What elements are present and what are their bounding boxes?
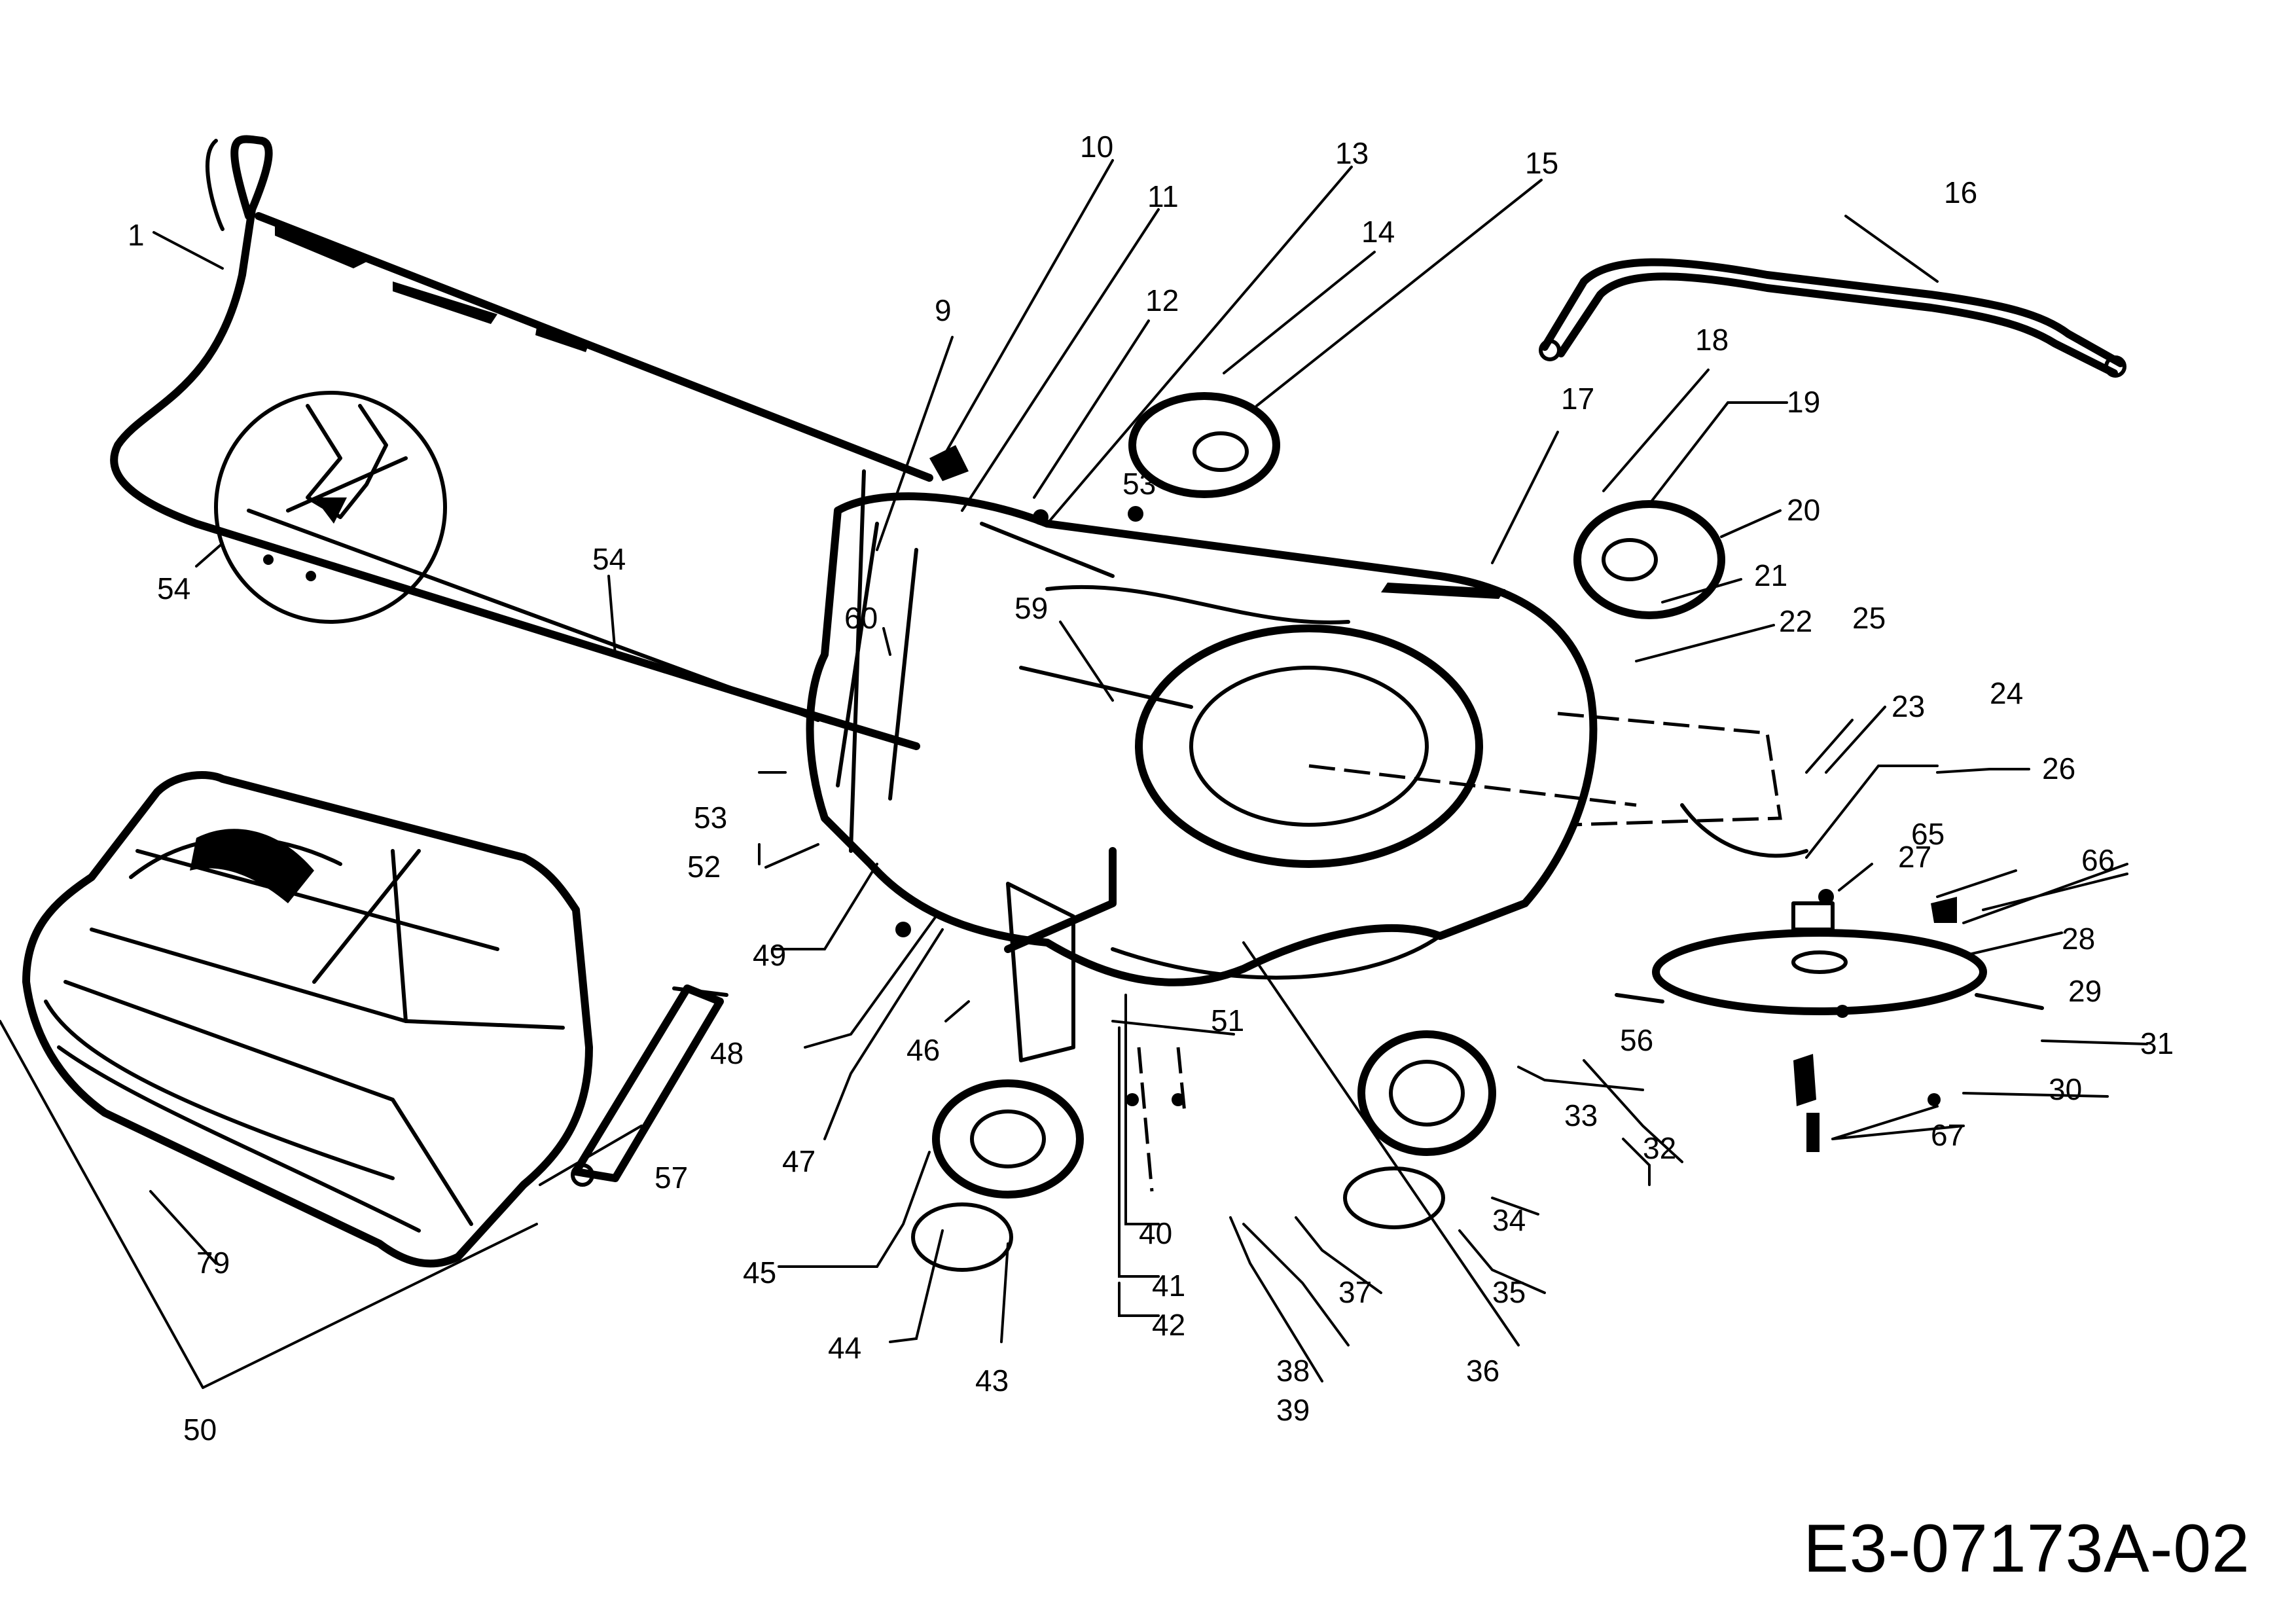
part-label: 14 — [1361, 215, 1395, 249]
detail-inset — [214, 391, 447, 624]
part-label: 65 — [1911, 817, 1945, 851]
part-label: 16 — [1944, 175, 1977, 209]
part-label: 15 — [1525, 146, 1558, 180]
part-label: 46 — [906, 1033, 940, 1067]
wheel-rear-right — [1573, 500, 1725, 619]
part-label: 13 — [1335, 136, 1369, 170]
part-label: 56 — [1620, 1023, 1653, 1057]
part-label: 25 — [1852, 601, 1886, 635]
hardware-parts — [895, 445, 1957, 1152]
wheel-rear-left — [1128, 392, 1280, 498]
part-label: 36 — [1466, 1354, 1499, 1388]
part-label: 51 — [1211, 1003, 1244, 1038]
part-label: 66 — [2081, 843, 2115, 877]
part-label: 57 — [655, 1161, 688, 1195]
part-label: 18 — [1695, 323, 1729, 357]
part-label: 27 — [1898, 840, 1931, 874]
part-label: 50 — [183, 1413, 217, 1447]
part-label: 22 — [1779, 604, 1812, 638]
part-label: 20 — [1787, 493, 1820, 527]
part-label: 52 — [687, 850, 721, 884]
part-label: 9 — [935, 293, 952, 327]
part-label: 49 — [753, 938, 786, 972]
upper-handle-bar — [1539, 258, 2126, 378]
part-label: 39 — [1276, 1393, 1310, 1427]
part-label: 37 — [1338, 1275, 1372, 1309]
part-label: 44 — [828, 1331, 861, 1365]
part-label: 24 — [1990, 676, 2023, 710]
lower-handle — [110, 135, 933, 750]
part-label: 32 — [1643, 1131, 1676, 1165]
part-labels: 1 9 10 11 12 13 14 15 16 17 18 19 20 21 … — [128, 130, 2174, 1447]
part-label: 45 — [743, 1255, 776, 1290]
mower-deck — [806, 492, 1808, 1192]
part-label: 42 — [1152, 1308, 1185, 1342]
part-label: 34 — [1492, 1203, 1526, 1237]
part-label: 59 — [1014, 591, 1048, 625]
part-label: 23 — [1892, 689, 1925, 723]
leader-lines — [0, 159, 2148, 1389]
part-label: 54 — [157, 571, 190, 605]
blade-assembly — [1615, 901, 2044, 1015]
part-label: 19 — [1787, 385, 1820, 419]
part-label: 40 — [1139, 1216, 1172, 1250]
part-label: 26 — [2042, 751, 2075, 785]
part-label: 54 — [592, 542, 626, 576]
part-label: 11 — [1147, 179, 1179, 213]
part-label: 17 — [1561, 382, 1594, 416]
diagram-code: E3-07173A-02 — [1803, 1511, 2250, 1587]
grass-catcher — [22, 771, 593, 1268]
part-label: 60 — [844, 601, 878, 635]
part-label: 29 — [2068, 974, 2102, 1008]
part-label: 28 — [2062, 922, 2095, 956]
part-label: 33 — [1564, 1098, 1598, 1132]
wheel-front-left — [911, 1079, 1084, 1272]
part-label: 53 — [1122, 467, 1156, 501]
part-label: 21 — [1754, 558, 1787, 592]
part-label: 12 — [1145, 283, 1179, 317]
part-label: 38 — [1276, 1354, 1310, 1388]
part-label: 35 — [1492, 1275, 1526, 1309]
part-label: 10 — [1080, 130, 1113, 164]
part-label: 30 — [2049, 1072, 2082, 1106]
part-label: 43 — [975, 1363, 1009, 1398]
part-label: 47 — [782, 1144, 816, 1178]
part-label: 79 — [196, 1246, 230, 1280]
wheel-front-right — [1343, 1030, 1496, 1229]
part-label: 48 — [710, 1036, 744, 1070]
part-label: 53 — [694, 801, 727, 835]
motor-assembly — [849, 469, 1115, 1062]
side-chute — [571, 984, 728, 1187]
part-label: 67 — [1931, 1118, 1964, 1152]
part-label: 1 — [128, 218, 145, 252]
part-label: 41 — [1152, 1269, 1185, 1303]
part-label: 31 — [2140, 1026, 2174, 1060]
